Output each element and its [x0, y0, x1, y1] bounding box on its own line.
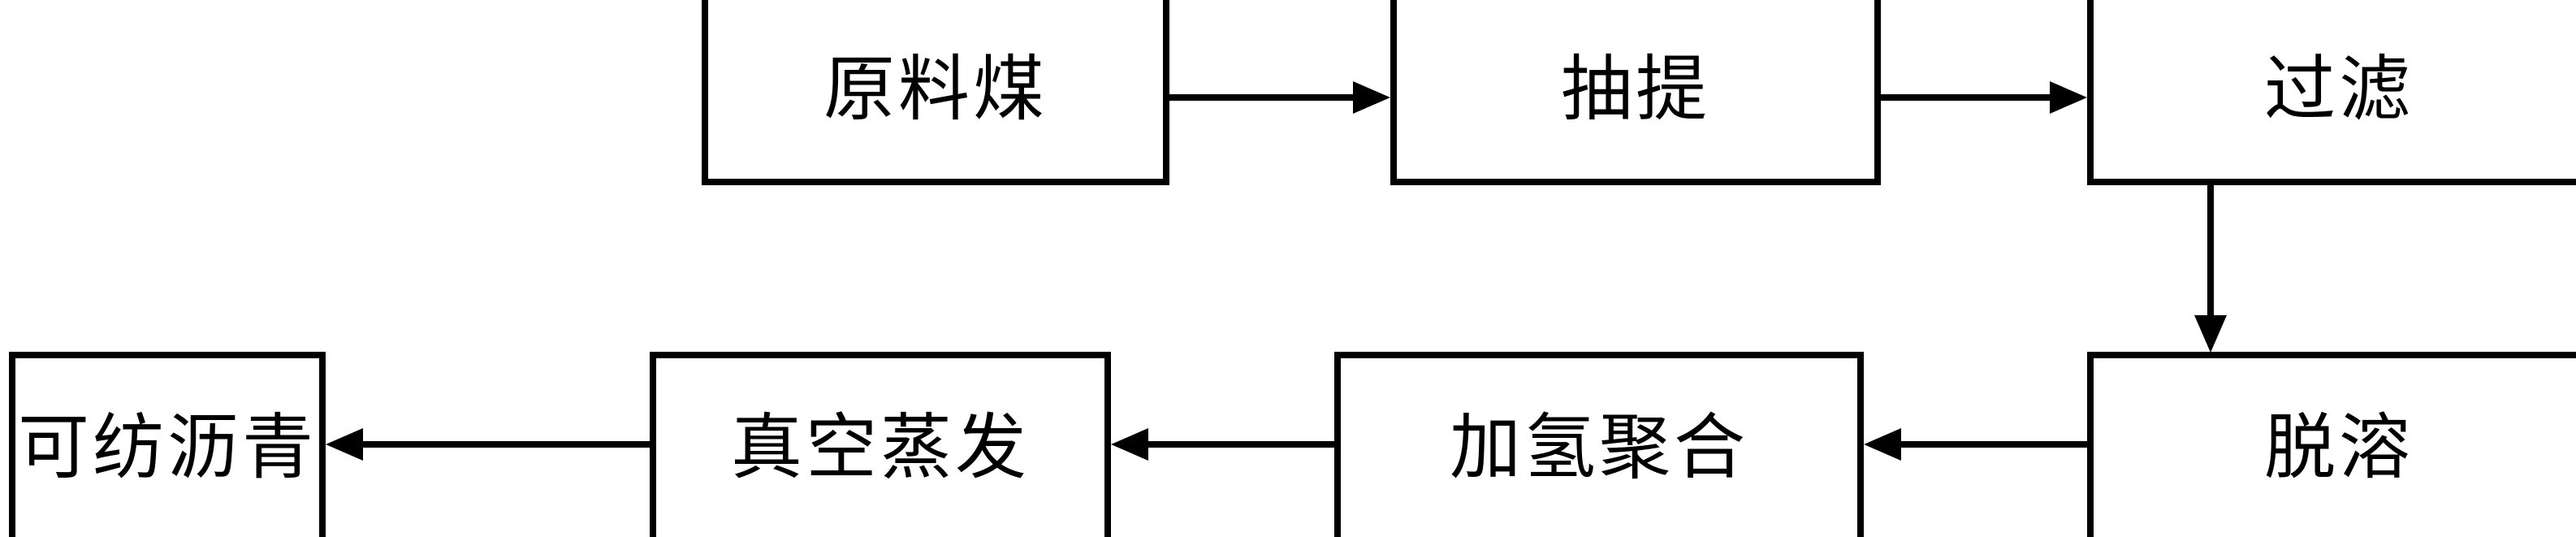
arrow-right-icon — [1353, 81, 1390, 114]
arrow-left-icon — [326, 428, 363, 461]
node-label-desolvation: 脱溶 — [2263, 405, 2414, 489]
node-label-extraction: 抽提 — [1560, 47, 1710, 131]
edge-line — [1881, 94, 2050, 101]
node-extraction[interactable]: 抽提 — [1390, 0, 1881, 185]
arrow-right-icon — [2050, 81, 2087, 114]
node-label-raw-coal: 原料煤 — [823, 47, 1048, 131]
node-label-vacuum-evaporation: 真空蒸发 — [730, 405, 1030, 489]
node-desolvation[interactable]: 脱溶 — [2087, 352, 2576, 537]
node-hydrogenation-polymerization[interactable]: 加氢聚合 — [1334, 352, 1864, 537]
edge-line — [1148, 441, 1335, 448]
arrow-left-icon — [1864, 428, 1901, 461]
arrow-down-icon — [2194, 315, 2227, 353]
edge-line — [1901, 441, 2088, 448]
arrow-left-icon — [1111, 428, 1148, 461]
edge-line — [2207, 185, 2214, 319]
node-label-spinnable-pitch: 可纺沥青 — [17, 405, 317, 489]
node-vacuum-evaporation[interactable]: 真空蒸发 — [650, 352, 1111, 537]
node-raw-coal[interactable]: 原料煤 — [702, 0, 1169, 185]
node-label-filtration: 过滤 — [2263, 47, 2414, 131]
node-spinnable-pitch[interactable]: 可纺沥青 — [9, 352, 326, 537]
edge-line — [363, 441, 650, 448]
node-filtration[interactable]: 过滤 — [2087, 0, 2576, 185]
edge-line — [1169, 94, 1358, 101]
node-label-hydrogenation-polymerization: 加氢聚合 — [1449, 405, 1748, 489]
